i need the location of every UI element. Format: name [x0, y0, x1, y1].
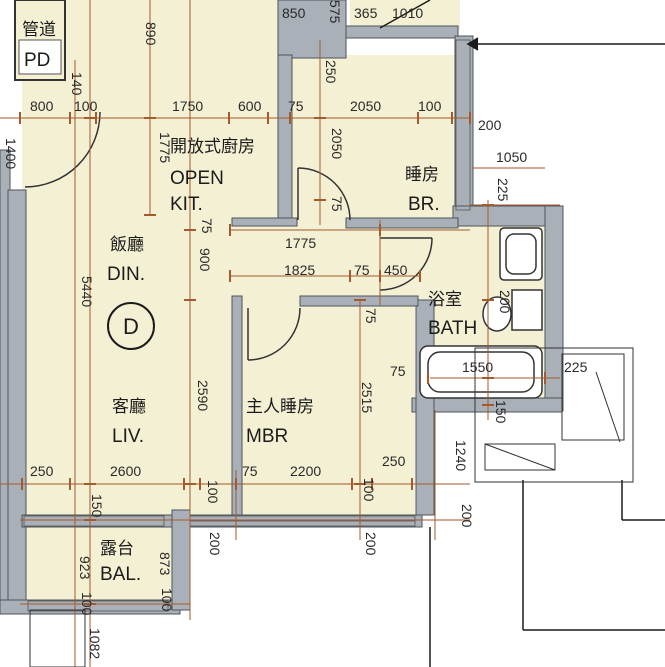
dim-100b: 100: [418, 98, 442, 114]
balcony-label-en: BAL.: [100, 564, 141, 585]
room-labels: 管道 PD 開放式廚房 OPEN KIT. 睡房 BR. 飯廳 DIN. 浴室 …: [22, 20, 477, 585]
dim-873: 873: [157, 552, 173, 576]
living-label-en: LIV.: [112, 426, 144, 447]
dim-200d: 200: [207, 532, 223, 556]
dim-225a: 225: [495, 178, 511, 202]
dim-200e: 200: [363, 532, 379, 556]
dim-2200: 2200: [290, 463, 321, 479]
dim-200b: 200: [497, 290, 513, 314]
bedroom-label-zh: 睡房: [405, 165, 439, 184]
dim-890: 890: [143, 22, 159, 46]
dim-225b: 225: [564, 359, 588, 375]
dim-365: 365: [354, 5, 378, 21]
living-label-zh: 客廳: [112, 397, 146, 416]
dim-75c: 75: [199, 218, 215, 234]
bathtub: [419, 345, 543, 399]
toilet: [482, 289, 543, 332]
dim-75a: 75: [288, 98, 304, 114]
dim-2515: 2515: [359, 382, 375, 413]
dim-75b: 75: [329, 196, 345, 212]
dim-1775h: 1775: [285, 235, 316, 251]
left-column: [29, 609, 86, 667]
dim-450: 450: [384, 262, 408, 278]
dim-575: 575: [327, 0, 343, 24]
bath-label-zh: 浴室: [428, 290, 462, 309]
dim-2600: 2600: [110, 463, 141, 479]
dim-2050h: 2050: [350, 98, 381, 114]
context-lines: [379, 0, 665, 667]
dim-800: 800: [30, 98, 54, 114]
balcony-label-zh: 露台: [100, 539, 134, 558]
dimension-labels-vertical: 575 890 250 140 1775 2050 225 75 75 900 …: [3, 0, 513, 659]
plan-type-marker: D: [107, 302, 155, 350]
ac-platform: [474, 347, 634, 483]
dim-2050v: 2050: [329, 128, 345, 159]
dimension-ticks: [19, 112, 546, 605]
pd-shaft: [14, 0, 66, 81]
dim-75e: 75: [363, 308, 379, 324]
dim-1750: 1750: [172, 98, 203, 114]
dim-2590: 2590: [195, 380, 211, 411]
dim-1775v: 1775: [157, 132, 173, 163]
kitchen-label-en2: KIT.: [170, 194, 203, 215]
dim-1550: 1550: [462, 359, 493, 375]
dim-150a: 150: [493, 400, 509, 424]
dimension-labels: 850 365 1010 800 100 1750 600 75 2050 10…: [30, 5, 588, 479]
dim-250c: 250: [382, 453, 406, 469]
dining-label-zh: 飯廳: [110, 235, 144, 254]
kitchen-label-en: OPEN: [170, 168, 224, 189]
dim-1082: 1082: [87, 628, 103, 659]
dim-1825: 1825: [284, 262, 315, 278]
dim-900: 900: [197, 248, 213, 272]
dim-100f: 100: [79, 592, 95, 616]
pd-label-en: PD: [24, 50, 50, 71]
doors: [24, 111, 433, 361]
dim-1050: 1050: [496, 149, 527, 165]
dim-923: 923: [77, 556, 93, 580]
bedroom-label-en: BR.: [408, 194, 440, 215]
dim-600: 600: [238, 98, 262, 114]
dim-1240: 1240: [453, 440, 469, 471]
plan-type-letter: D: [123, 314, 139, 339]
dim-200c: 200: [459, 504, 475, 528]
dining-label-en: DIN.: [107, 264, 145, 285]
dim-75f: 75: [390, 363, 406, 379]
dim-100a: 100: [74, 98, 98, 114]
dim-140: 140: [69, 72, 85, 96]
dim-1010: 1010: [392, 5, 423, 21]
dim-100e: 100: [159, 588, 175, 612]
kitchen-label-zh: 開放式廚房: [170, 136, 255, 156]
dim-75g: 75: [242, 463, 258, 479]
windows: [23, 39, 471, 612]
dim-250b: 250: [30, 463, 54, 479]
pd-label-zh: 管道: [22, 20, 56, 39]
wash-basin: [499, 227, 543, 281]
dim-1400: 1400: [3, 138, 19, 169]
dim-75d: 75: [354, 262, 370, 278]
dim-100c: 100: [205, 480, 221, 504]
bath-label-en: BATH: [428, 318, 477, 339]
dimension-lines: [0, 0, 560, 667]
dim-5440: 5440: [79, 276, 95, 307]
dim-100d: 100: [361, 478, 377, 502]
dim-200a: 200: [478, 117, 502, 133]
master-label-en: MBR: [246, 426, 288, 447]
dim-150b: 150: [89, 494, 105, 518]
dim-850: 850: [282, 5, 306, 21]
master-label-zh: 主人睡房: [246, 397, 314, 416]
dim-250a: 250: [323, 60, 339, 84]
